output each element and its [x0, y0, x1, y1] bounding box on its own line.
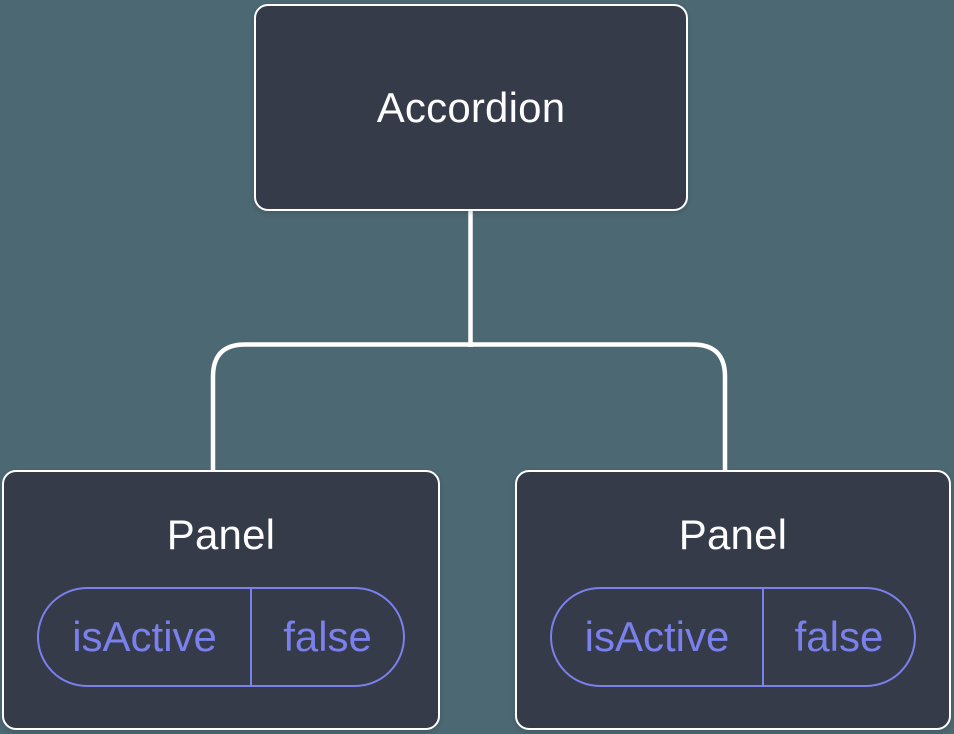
node-panel-left-label: Panel: [166, 511, 276, 558]
node-panel-right-label: Panel: [678, 511, 788, 558]
node-panel-left: Panel isActive false: [2, 470, 440, 730]
connector-right-branch: [470, 342, 728, 472]
state-value: false: [794, 613, 884, 660]
node-accordion: Accordion: [254, 4, 688, 211]
state-pill-divider: [250, 589, 253, 685]
node-accordion-label: Accordion: [376, 83, 566, 131]
state-value: false: [283, 613, 372, 660]
node-panel-right: Panel isActive false: [515, 470, 951, 730]
state-pill-left: isActive false: [37, 587, 405, 687]
state-pill-divider: [761, 589, 764, 685]
state-pill-right: isActive false: [550, 587, 916, 687]
connector-left-branch: [210, 342, 471, 472]
state-key: isActive: [584, 613, 730, 660]
state-key: isActive: [72, 613, 217, 660]
